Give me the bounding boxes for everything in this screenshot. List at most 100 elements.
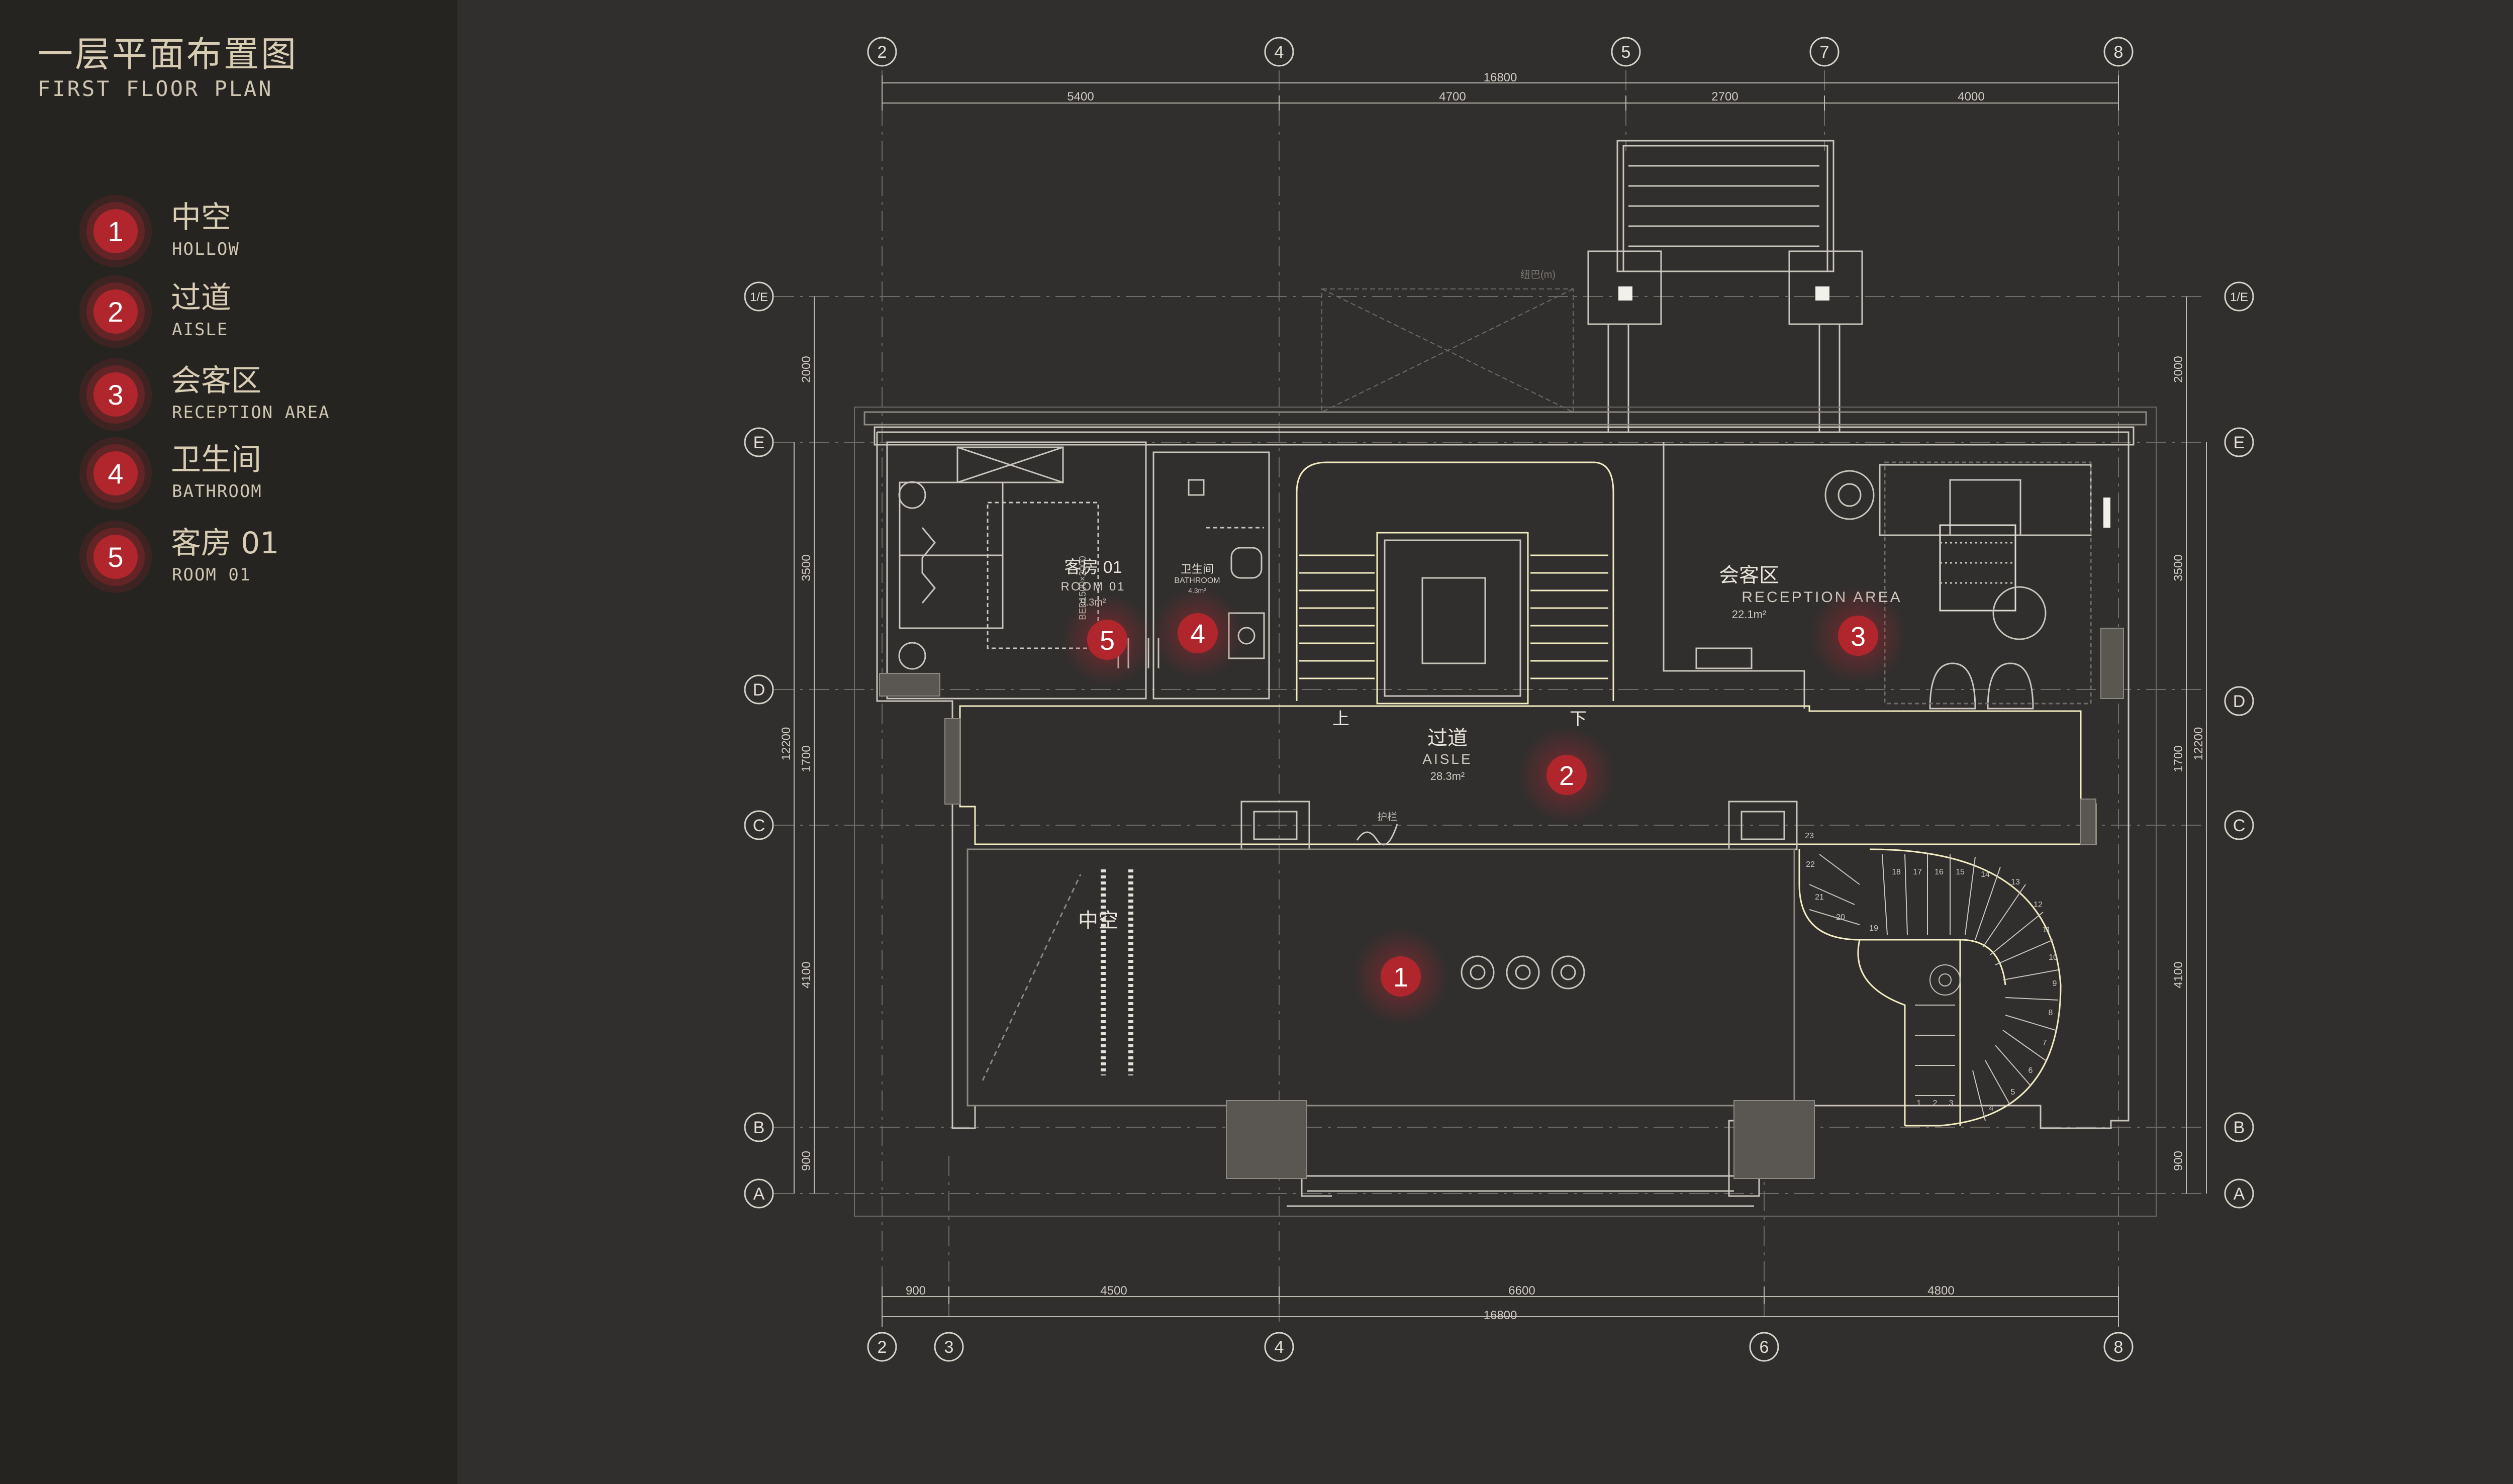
svg-text:18: 18 (1892, 868, 1901, 876)
dim-right-1: 2000 (2172, 356, 2185, 382)
svg-text:4: 4 (1989, 1104, 1994, 1113)
legend-badge-5: 5 (79, 521, 152, 593)
grid-bubble-row-label: 1/E (2230, 290, 2248, 304)
side-dimension-chains (794, 296, 2207, 1194)
svg-text:9: 9 (2053, 979, 2057, 988)
legend-label-cn: 客房 01 (171, 526, 279, 561)
grid-bubble-row-label: E (2234, 433, 2245, 452)
title-en: FIRST FLOOR PLAN (38, 76, 273, 101)
legend-badge-3: 3 (79, 358, 152, 431)
plan-marker-room01: 5 (1062, 595, 1152, 685)
spiral-staircase (1798, 848, 2062, 1127)
grid-bubble-row-label: B (2234, 1118, 2245, 1137)
legend-label-en: AISLE (172, 320, 229, 340)
dim-top-3: 2700 (1711, 90, 1738, 104)
grid-bubbles-sides (744, 281, 2254, 1209)
grid-bubble-bottom-label: 6 (1760, 1338, 1769, 1357)
legend-badge-number: 5 (108, 541, 123, 573)
legend-label-cn: 过道 (171, 280, 231, 316)
railing-note: 护栏 (1377, 811, 1397, 823)
room-01-name: 客房 01 (1064, 558, 1122, 577)
grid-bubble-top-label: 8 (2114, 43, 2123, 62)
legend-label-en: HOLLOW (172, 239, 240, 259)
svg-text:12: 12 (2034, 901, 2043, 909)
legend-label-en: BATHROOM (172, 481, 262, 502)
dim-top-1: 5400 (1067, 90, 1094, 104)
svg-text:1: 1 (1917, 1099, 1921, 1108)
svg-text:21: 21 (1815, 893, 1824, 902)
dim-left-1: 2000 (800, 356, 813, 382)
bottom-dimension-chain (882, 1287, 2119, 1327)
plan-marker-number: 1 (1393, 962, 1408, 993)
svg-text:15: 15 (1956, 868, 1965, 876)
grid-bubble-row-label: B (753, 1118, 765, 1137)
legend-label-en: RECEPTION AREA (172, 403, 330, 423)
svg-text:2: 2 (1933, 1099, 1938, 1108)
side-dimension-labels: 2000 3500 12200 1700 4100 900 2000 3500 … (780, 356, 2205, 1171)
entry-steps (1587, 140, 1863, 432)
balcony-note: 纽巴(m) (1520, 269, 1556, 280)
grid-bubble-top-label: 5 (1621, 43, 1631, 62)
dim-left-3: 1700 (800, 745, 813, 772)
aisle-en: AISLE (1422, 751, 1472, 767)
grid-bubble-top-label: 4 (1275, 43, 1284, 62)
dim-bottom-3: 6600 (1508, 1284, 1535, 1298)
svg-text:3: 3 (1949, 1099, 1954, 1108)
balcony-outline (1321, 288, 1574, 413)
grid-bubble-bottom-label: 8 (2114, 1338, 2123, 1357)
bathroom-name: 卫生间 (1181, 563, 1214, 575)
grid-bubble-top-label: 7 (1820, 43, 1829, 62)
svg-text:10: 10 (2049, 953, 2058, 962)
dim-right-3: 1700 (2172, 745, 2185, 772)
legend-badge-2: 2 (79, 275, 152, 348)
legend-sidebar: 一层平面布置图 FIRST FLOOR PLAN 1 中空 HOLLOW 2 过… (0, 0, 457, 1484)
reception-area: 22.1m² (1732, 608, 1766, 621)
legend-badge-4: 4 (79, 437, 152, 510)
svg-text:7: 7 (2043, 1039, 2047, 1047)
plan-marker-aisle: 2 (1519, 727, 1614, 823)
hollow-name: 中空 (1078, 910, 1118, 932)
legend-badge-number: 4 (108, 458, 123, 489)
svg-text:6: 6 (2028, 1066, 2033, 1075)
dim-left-total: 12200 (780, 727, 793, 761)
grid-bubble-bottom-label: 2 (878, 1338, 887, 1357)
legend-badge-number: 2 (108, 296, 123, 328)
svg-text:16: 16 (1935, 868, 1944, 876)
legend-item-reception: 3 会客区 RECEPTION AREA (75, 354, 437, 431)
grid-bubble-top-label: 2 (878, 43, 887, 62)
grid-bubble-row-label: D (753, 680, 765, 700)
dim-top-total: 16800 (1484, 71, 1517, 84)
svg-text:20: 20 (1836, 913, 1845, 922)
reception-plan (1663, 442, 2110, 710)
dim-top-4: 4000 (1958, 90, 1984, 104)
spiral-stair-numbers: 23 22 21 20 19 18 17 16 15 14 13 12 11 1… (1805, 832, 2058, 1113)
exterior-walls (863, 411, 2147, 1207)
grid-bubble-bottom-label: 4 (1275, 1338, 1284, 1357)
svg-text:17: 17 (1913, 868, 1922, 876)
legend-label-cn: 卫生间 (171, 442, 261, 477)
aisle-name: 过道 (1427, 727, 1468, 749)
grid-bubble-bottom-label: 3 (944, 1338, 954, 1357)
bathroom-en: BATHROOM (1174, 576, 1220, 585)
plan-marker-reception: 3 (1810, 588, 1906, 683)
floor-plan: 16800 5400 4700 2700 4000 900 4500 6600 … (744, 37, 2254, 1362)
svg-text:22: 22 (1806, 860, 1815, 869)
legend-item-room01: 5 客房 01 ROOM 01 (75, 517, 437, 593)
grid-bubble-row-label: C (2233, 816, 2246, 835)
grid-bubble-row-label: D (2233, 692, 2246, 711)
svg-text:23: 23 (1805, 832, 1814, 840)
grid-bubble-row-label: A (753, 1184, 765, 1204)
legend-label-cn: 会客区 (171, 363, 261, 399)
reception-name: 会客区 (1719, 564, 1779, 586)
legend-item-aisle: 2 过道 AISLE (75, 271, 437, 348)
plan-marker-number: 2 (1559, 761, 1574, 791)
dim-left-4: 4100 (800, 961, 813, 988)
aisle-area: 28.3m² (1430, 770, 1465, 782)
dim-bottom-4: 4800 (1927, 1284, 1954, 1298)
grid-bubble-row-label: 1/E (750, 290, 768, 304)
legend-item-hollow: 1 中空 HOLLOW (75, 191, 437, 267)
hollow-plan (966, 848, 1795, 1107)
dim-top-2: 4700 (1439, 90, 1466, 104)
legend-badge-1: 1 (79, 195, 152, 267)
legend-label-en: ROOM 01 (172, 565, 251, 585)
